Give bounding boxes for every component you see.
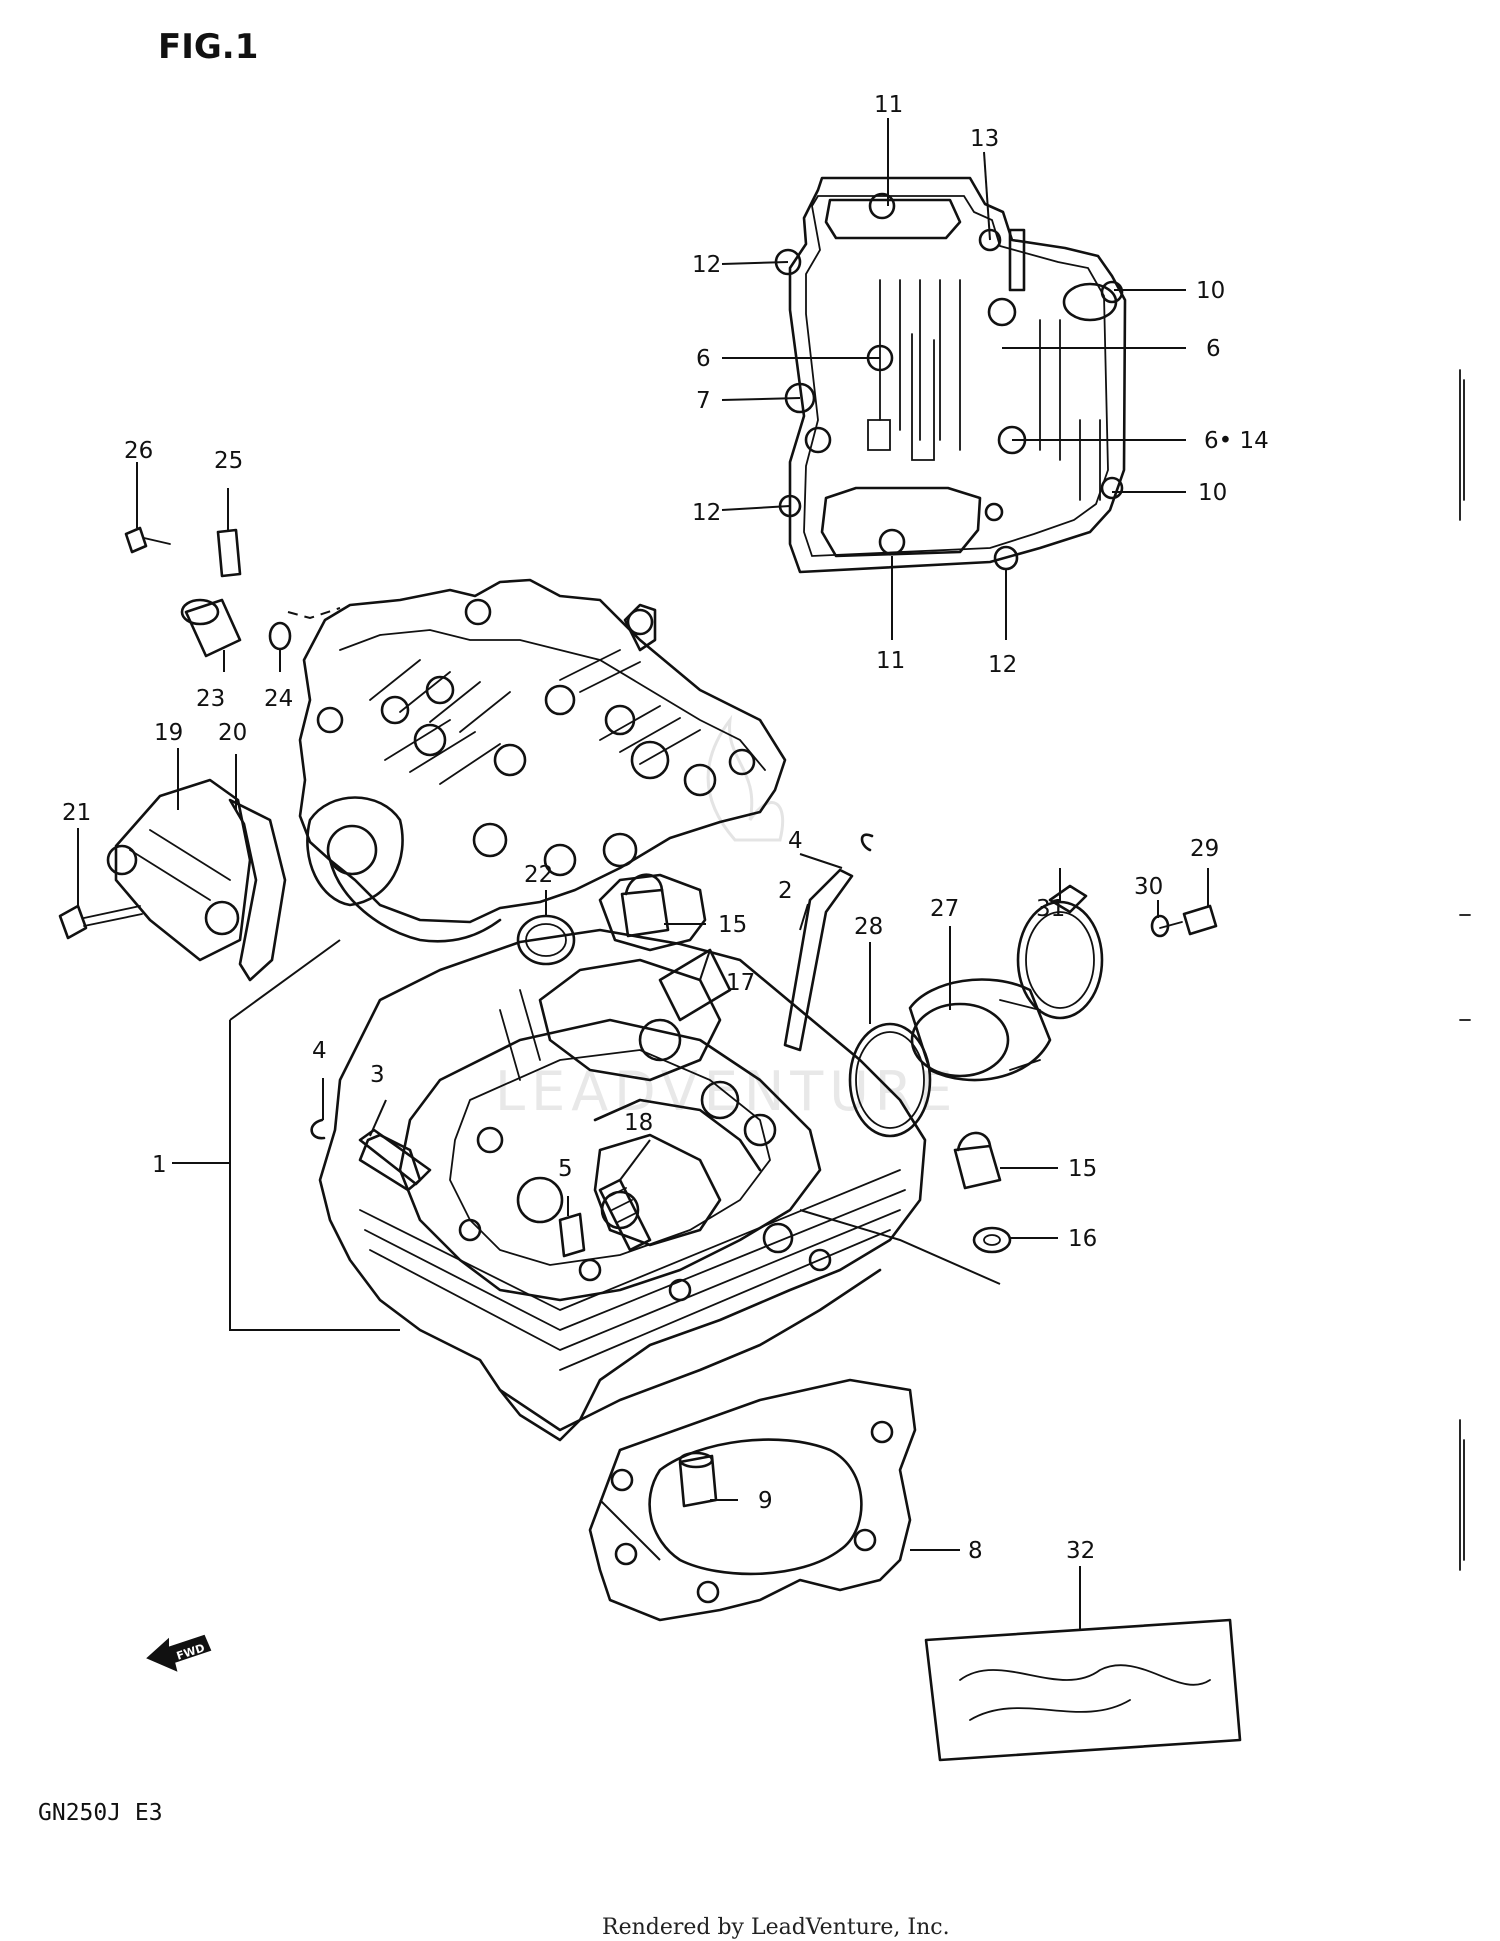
callout-5: 5	[558, 1156, 573, 1182]
callout-22: 22	[524, 862, 553, 888]
cylinder-head	[318, 873, 927, 1442]
callout-11: 11	[874, 92, 903, 118]
callout-25: 25	[214, 448, 243, 474]
callout-8: 8	[968, 1538, 983, 1564]
callout-6: 6	[1206, 336, 1221, 362]
callout-15: 15	[718, 912, 747, 938]
callout-3: 3	[370, 1062, 385, 1088]
callout-31: 31	[1036, 896, 1065, 922]
callout-13: 13	[970, 126, 999, 152]
callout-24: 24	[264, 686, 293, 712]
callout-7: 7	[696, 388, 711, 414]
callout-30: 30	[1134, 874, 1163, 900]
callout-27: 27	[930, 896, 959, 922]
callout-29: 29	[1190, 836, 1219, 862]
callout-12: 12	[988, 652, 1017, 678]
callout-10: 10	[1196, 278, 1225, 304]
callout-21: 21	[62, 800, 91, 826]
callout-17: 17	[726, 970, 755, 996]
footer-credit: Rendered by LeadVenture, Inc.	[602, 1915, 950, 1940]
scan-marks	[1459, 369, 1471, 1571]
watermark-text: LEADVENTURE	[495, 1060, 958, 1123]
cylinder-head-gasket	[588, 1378, 917, 1622]
callout-1: 1	[152, 1152, 167, 1178]
callout-10: 10	[1198, 480, 1227, 506]
model-code: GN250J E3	[38, 1800, 163, 1826]
callout-28: 28	[854, 914, 883, 940]
callout-6-14: 6• 14	[1204, 428, 1269, 454]
callout-12: 12	[692, 500, 721, 526]
callout-26: 26	[124, 438, 153, 464]
callout-9: 9	[758, 1488, 773, 1514]
figure-title: FIG.1	[158, 27, 258, 67]
cylinder-head-cover	[287, 578, 787, 943]
callout-12: 12	[692, 252, 721, 278]
callout-4: 4	[788, 828, 803, 854]
callout-20: 20	[218, 720, 247, 746]
callout-11: 11	[876, 648, 905, 674]
callout-19: 19	[154, 720, 183, 746]
callout-32: 32	[1066, 1538, 1095, 1564]
leader-lines	[77, 118, 1209, 1630]
head-cover-gasket	[774, 176, 1127, 574]
callout-18: 18	[624, 1110, 653, 1136]
callout-16: 16	[1068, 1226, 1097, 1252]
callout-15: 15	[1068, 1156, 1097, 1182]
callout-labels: 11 13 12 10 6 6 7 6• 14 12 10 11 12 26 2…	[62, 92, 1269, 1564]
forward-arrow-icon: FWD	[146, 1634, 212, 1672]
callout-6: 6	[696, 346, 711, 372]
callout-4: 4	[312, 1038, 327, 1064]
small-parts	[58, 526, 1242, 1762]
callout-2: 2	[778, 878, 793, 904]
callout-23: 23	[196, 686, 225, 712]
